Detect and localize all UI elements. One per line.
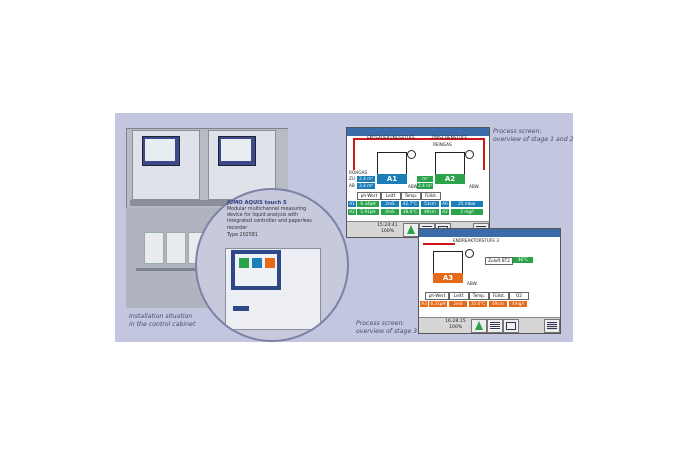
tank-a2-label[interactable]: A2 (435, 174, 465, 184)
tank-a2-body (435, 152, 465, 176)
row2-ch: A2 (441, 209, 449, 215)
row-fuellst: 49cm (489, 301, 507, 307)
row2-extra: 2 mg/l (451, 209, 483, 215)
home-button[interactable] (503, 319, 519, 333)
header-leitf: Leitf. (381, 192, 401, 200)
clock: 15:24:41 (377, 223, 398, 228)
zu2-value: m³ (417, 176, 433, 182)
header-o2: O2 (509, 292, 529, 300)
pump-icon (465, 249, 474, 258)
header-ph: ph-Wert (425, 292, 449, 300)
stage3-title: ENDREAKTORSTUFE 3 (453, 238, 499, 243)
row-o2: 4mg/l (509, 301, 527, 307)
row1-fuellst: 53cm (421, 201, 439, 207)
product-type: Type 202581 (227, 232, 258, 238)
row2-temp: 38.6°C (401, 209, 419, 215)
process-screen-stage-3: ENDREAKTORSTUFE 3 A3 ABW. Zuluft BT2 46°… (418, 228, 561, 334)
row-id: A3 (420, 301, 428, 307)
process-caption-1: Process screen: overview of stage 1 and … (493, 128, 574, 143)
process-caption-3: Process screen: overview of stage 3 (356, 320, 418, 335)
stage1-title: ENTSÄUERUNGSSTUFE (367, 135, 415, 140)
row2-id: A2 (348, 209, 356, 215)
abw2-label: ABW. (469, 184, 480, 189)
header-temp: Temp. (469, 292, 489, 300)
product-description: Modular multichannel measuring device fo… (227, 207, 312, 231)
process-screen-stage-1-2: ENTSÄUERUNGSSTUFE ZWISCHENSTUFE REINGAS … (346, 127, 490, 238)
tank-a1-label[interactable]: A1 (377, 174, 407, 184)
row1-leitf: 2mS (381, 201, 399, 207)
tank-a3-body (433, 251, 463, 275)
tree-icon (475, 321, 483, 330)
list-button[interactable] (487, 319, 503, 333)
zu-value: 2.4 m³ (357, 176, 375, 182)
product-name: JUMO AQUIS touch S (227, 200, 287, 206)
row2-ph: 5.91pH (357, 209, 379, 215)
ab2-value: 2.4 m³ (417, 183, 433, 189)
header-fuellst: Füllst. (421, 192, 441, 200)
menu-icon (547, 322, 557, 330)
pump-icon (465, 150, 474, 159)
row1-temp: 42.7°C (401, 201, 419, 207)
list-icon (490, 322, 500, 330)
header-ph: ph-Wert (357, 192, 381, 200)
product-info: JUMO AQUIS touch S Modular multichannel … (227, 199, 317, 239)
row-temp: 35.6°C (469, 301, 487, 307)
zoom-level: 100% (449, 325, 463, 330)
header-leitf: Leitf. (449, 292, 469, 300)
zu-label: ZU (349, 176, 355, 181)
tank-a1-body (377, 152, 407, 176)
pump-icon (407, 150, 416, 159)
installation-caption: Installation situation in the control ca… (129, 313, 196, 328)
tree-button[interactable] (403, 223, 419, 237)
rohgas-label: ROHGAS (349, 170, 368, 175)
header-fuellst: Füllst. (489, 292, 509, 300)
tree-icon (407, 225, 415, 234)
abw1-label: ABW. (408, 184, 419, 189)
menu-button[interactable] (544, 319, 560, 333)
row1-id: A1 (348, 201, 356, 207)
header-temp: Temp. (401, 192, 421, 200)
ab-value: 2.4 m³ (357, 183, 375, 189)
row-ph: 6.31pH (429, 301, 447, 307)
row1-extra: 25 mbar (451, 201, 483, 207)
abw3-label: ABW. (467, 281, 478, 286)
row2-fuellst: 49cm (421, 209, 439, 215)
zuluft-value: 46°C (513, 257, 533, 263)
row1-ch: A6 (441, 201, 449, 207)
device-closeup (195, 188, 349, 342)
clock: 16:28:15 (445, 319, 466, 324)
reingas-label: REINGAS (433, 142, 452, 147)
tree-button[interactable] (471, 319, 487, 333)
ab-label: AB (349, 183, 355, 188)
row1-ph: 6.34pH (357, 201, 379, 207)
zoom-level: 100% (381, 229, 395, 234)
row2-leitf: 0mS (381, 209, 399, 215)
stage2-title: ZWISCHENSTUFE (431, 135, 468, 140)
zuluft-label: Zuluft BT2 (485, 257, 513, 265)
row-leitf: 2mS (449, 301, 467, 307)
tank-a3-label[interactable]: A3 (433, 273, 463, 283)
home-icon (506, 322, 516, 330)
